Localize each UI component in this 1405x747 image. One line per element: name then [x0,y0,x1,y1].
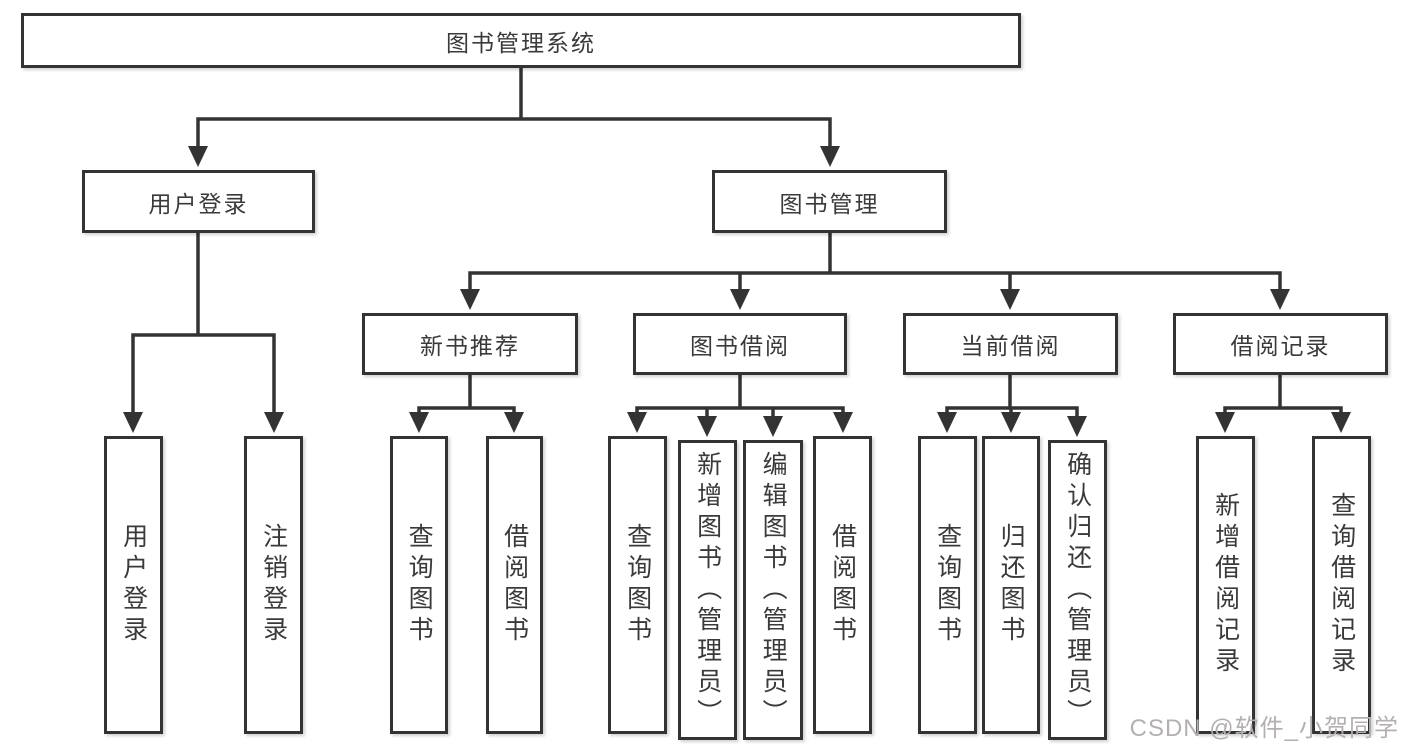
node-leaf-confirm-return-admin: 确认归还（管理员） [1048,440,1107,740]
node-book-management: 图书管理 [712,170,947,233]
node-current-borrowing-label: 当前借阅 [960,333,1061,359]
node-leaf-return-books: 归还图书 [982,436,1040,734]
arrowheads [123,146,1351,437]
node-leaf-query-books-current-label: 查询图书 [933,523,962,647]
node-leaf-query-books-recommend: 查询图书 [390,436,448,734]
node-leaf-query-books-recommend-label: 查询图书 [405,523,434,647]
node-user-login: 用户登录 [82,170,315,233]
node-leaf-logout: 注销登录 [244,436,303,734]
node-leaf-query-borrow-record: 查询借阅记录 [1312,436,1371,734]
node-leaf-query-books-borrowing-label: 查询图书 [623,523,652,647]
node-leaf-borrow-books: 借阅图书 [813,436,872,734]
node-leaf-edit-books-admin-label: 编辑图书（管理员） [759,450,788,730]
node-leaf-confirm-return-admin-label: 确认归还（管理员） [1063,450,1092,730]
node-borrowing-records-label: 借阅记录 [1230,333,1331,359]
node-new-book-recommend-label: 新书推荐 [420,333,520,359]
node-current-borrowing: 当前借阅 [903,313,1118,375]
node-leaf-query-borrow-record-label: 查询借阅记录 [1327,492,1356,678]
node-leaf-user-login-label: 用户登录 [119,523,148,647]
node-leaf-edit-books-admin: 编辑图书（管理员） [743,440,803,740]
node-book-borrowing: 图书借阅 [633,313,847,375]
node-leaf-logout-label: 注销登录 [259,523,288,647]
node-new-book-recommend: 新书推荐 [362,313,578,375]
node-library-system-label: 图书管理系统 [446,29,596,56]
node-library-system: 图书管理系统 [21,13,1021,68]
node-user-login-label: 用户登录 [148,190,249,217]
node-leaf-add-borrow-record-label: 新增借阅记录 [1211,492,1240,678]
node-leaf-return-books-label: 归还图书 [997,523,1026,647]
node-leaf-add-borrow-record: 新增借阅记录 [1196,436,1255,734]
node-leaf-borrow-books-label: 借阅图书 [828,523,857,647]
node-leaf-query-books-current: 查询图书 [918,436,977,734]
csdn-watermark: CSDN @软件_小贺同学 [1129,715,1399,742]
node-leaf-borrow-books-recommend: 借阅图书 [486,436,543,734]
node-leaf-query-books-borrowing: 查询图书 [608,436,667,734]
node-leaf-add-books-admin: 新增图书（管理员） [678,440,737,740]
node-leaf-borrow-books-recommend-label: 借阅图书 [500,523,529,647]
node-leaf-add-books-admin-label: 新增图书（管理员） [693,450,722,730]
node-book-management-label: 图书管理 [779,190,880,217]
node-borrowing-records: 借阅记录 [1173,313,1388,375]
node-book-borrowing-label: 图书借阅 [690,333,790,359]
node-leaf-user-login: 用户登录 [104,436,163,734]
